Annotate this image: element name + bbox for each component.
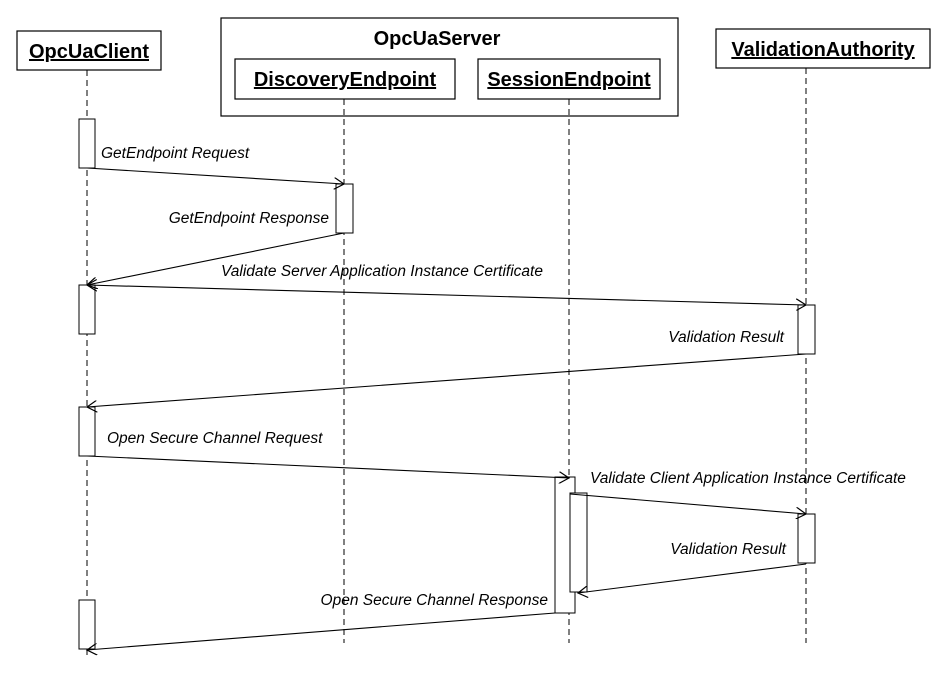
- message-validation-result-1: Validation Result: [87, 329, 807, 407]
- message-label: Validate Client Application Instance Cer…: [590, 470, 906, 487]
- message-label: GetEndpoint Response: [169, 210, 330, 227]
- message-label: Open Secure Channel Request: [107, 430, 323, 447]
- message-open-secure-channel-response: Open Secure Channel Response: [87, 592, 556, 650]
- participant-client: OpcUaClient: [16, 30, 162, 71]
- message-label: Validate Server Application Instance Cer…: [221, 263, 543, 280]
- participant-authority: ValidationAuthority: [715, 28, 931, 69]
- participant-session: SessionEndpoint: [477, 58, 661, 100]
- participant-session-label: SessionEndpoint: [487, 69, 651, 91]
- message-label: Open Secure Channel Response: [321, 592, 549, 609]
- participant-discovery-label: DiscoveryEndpoint: [254, 69, 437, 91]
- message-getendpoint-response: GetEndpoint Response: [87, 210, 345, 285]
- participant-client-label: OpcUaClient: [29, 41, 149, 63]
- client-activation-2: [78, 284, 96, 335]
- client-activation-4: [78, 599, 96, 650]
- discovery-activation: [335, 183, 354, 234]
- server-group-label: OpcUaServer: [374, 28, 501, 50]
- client-activation-1: [78, 118, 96, 169]
- authority-activation-1: [797, 304, 816, 355]
- participant-discovery: DiscoveryEndpoint: [234, 58, 456, 100]
- message-label: GetEndpoint Request: [101, 145, 250, 162]
- participant-authority-label: ValidationAuthority: [731, 39, 915, 61]
- message-validate-client-cert: Validate Client Application Instance Cer…: [569, 470, 906, 514]
- message-validate-server-cert: Validate Server Application Instance Cer…: [87, 263, 806, 305]
- client-activation-3: [78, 406, 96, 457]
- session-activation-inner: [569, 492, 588, 593]
- message-open-secure-channel-request: Open Secure Channel Request: [86, 430, 569, 478]
- message-label: Validation Result: [670, 541, 786, 558]
- message-label: Validation Result: [668, 329, 784, 346]
- message-getendpoint-request: GetEndpoint Request: [86, 145, 344, 184]
- authority-activation-2: [797, 513, 816, 564]
- message-validation-result-2: Validation Result: [578, 541, 807, 593]
